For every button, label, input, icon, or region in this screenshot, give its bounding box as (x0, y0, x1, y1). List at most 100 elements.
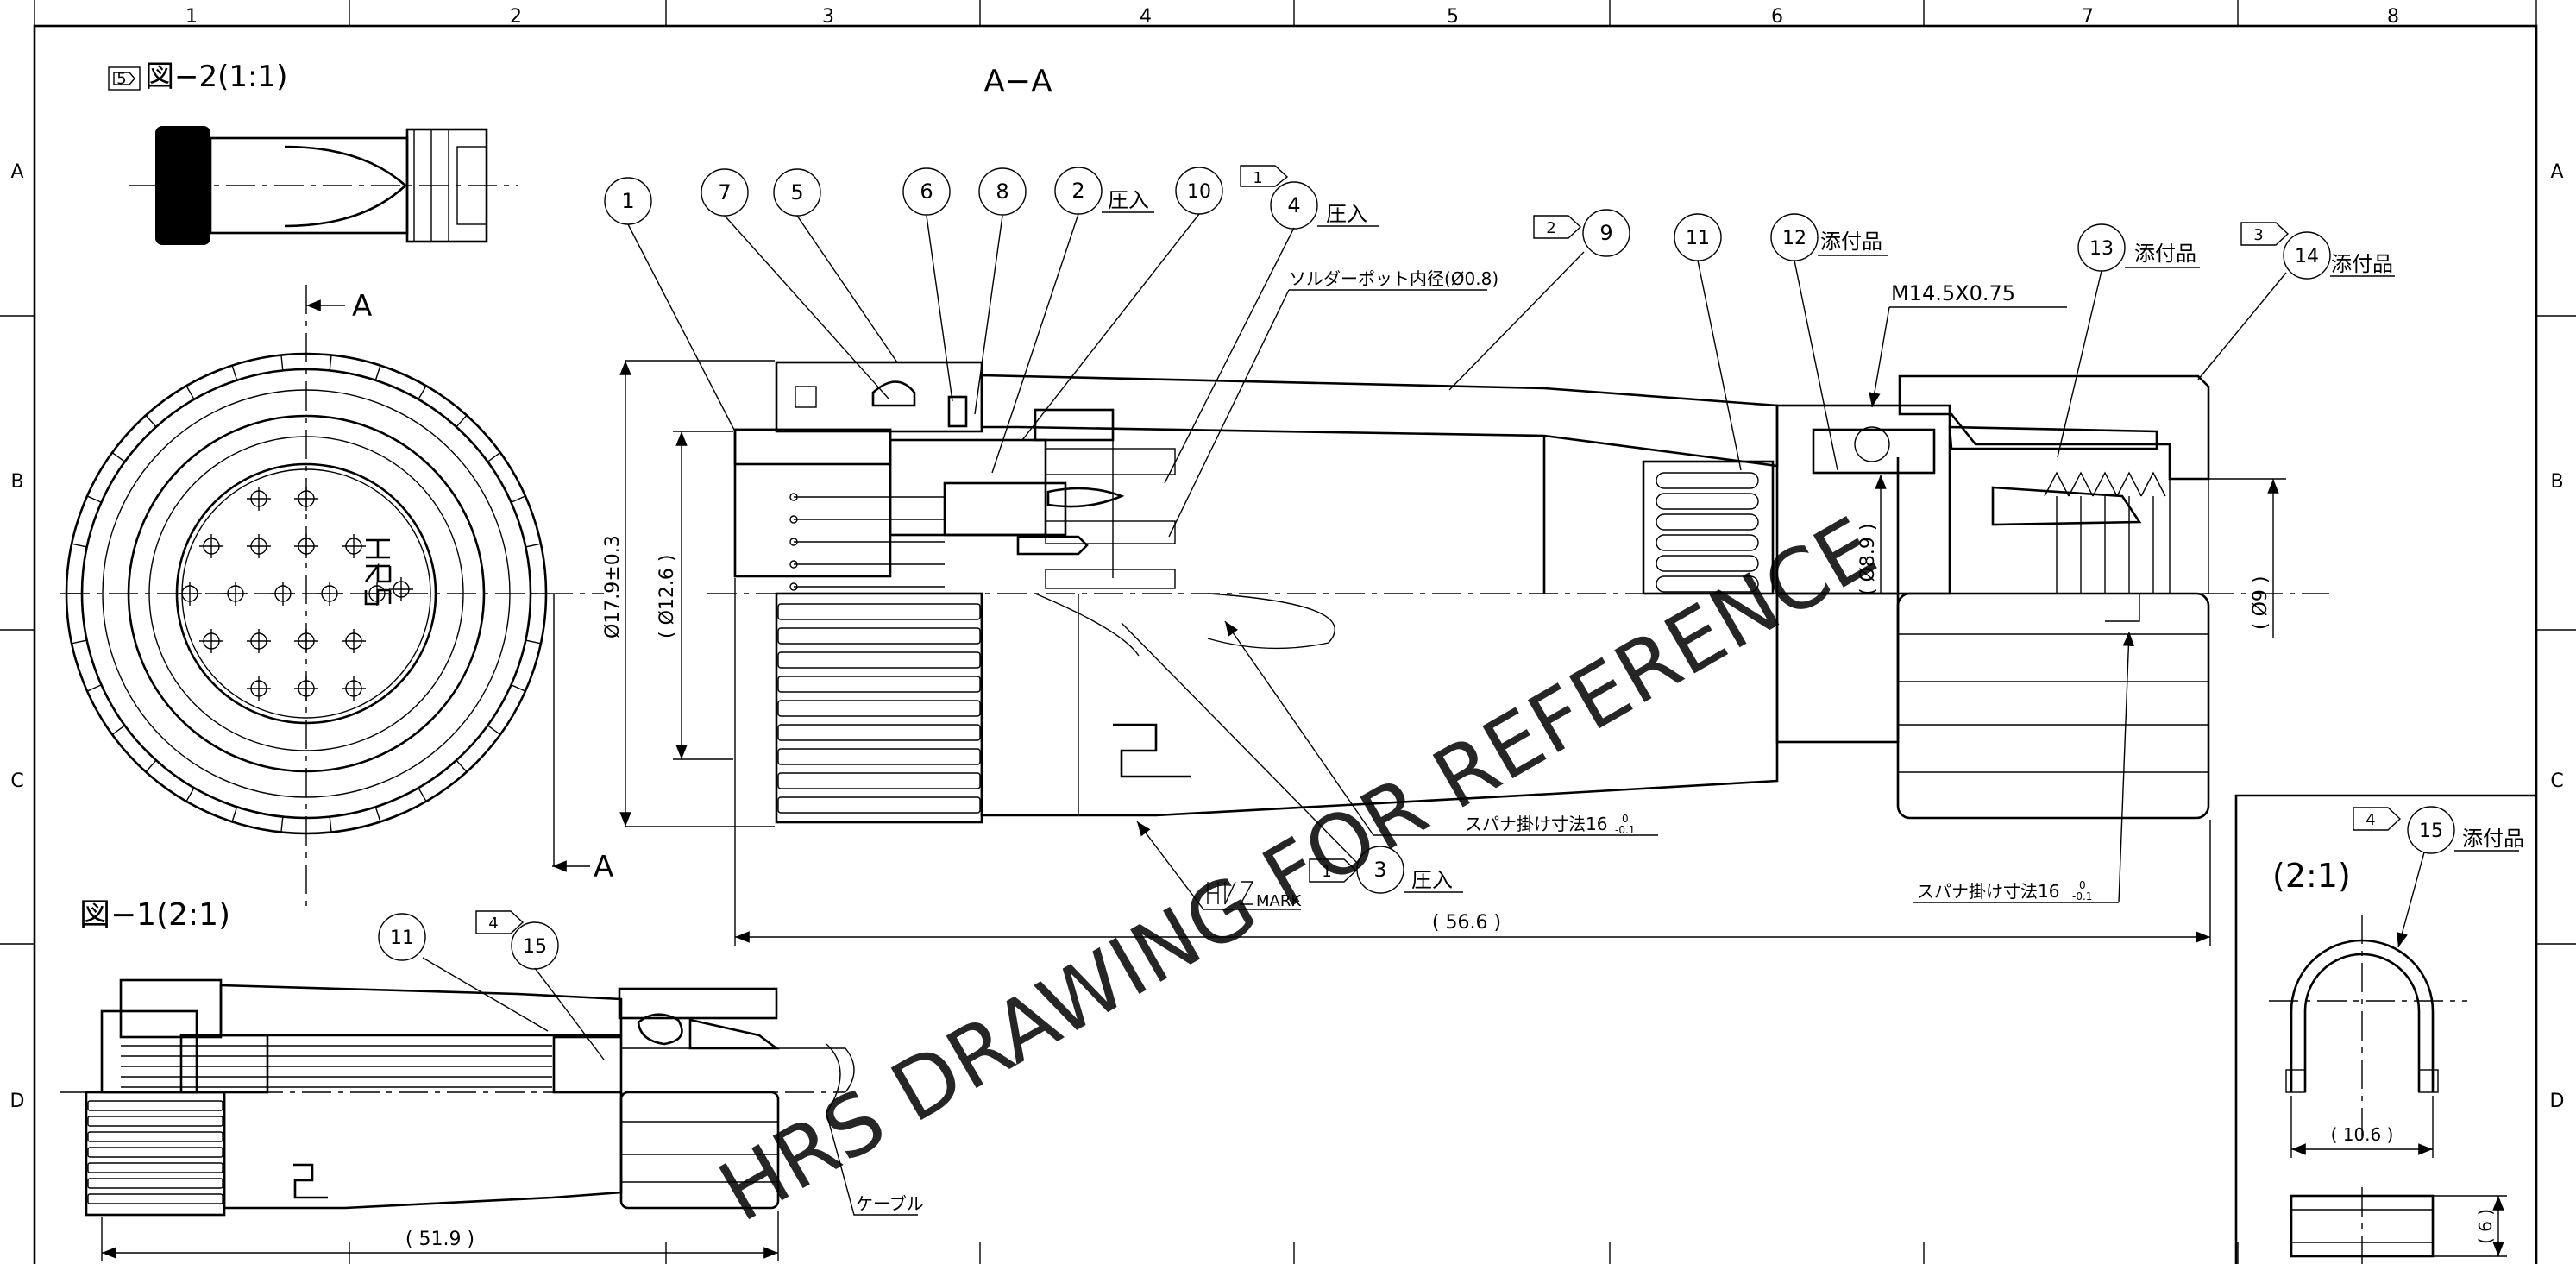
spanner-callout-1-tol-top: 0 (1622, 813, 1629, 825)
contact-tip (789, 538, 798, 546)
fig1-knurl-rib (87, 1178, 223, 1189)
zone-row-c-left: C (10, 770, 23, 792)
dim-bore-diameter: ( Ø8.9 ) (1857, 524, 1879, 595)
balloon-1 (604, 177, 652, 225)
grip-notch (456, 414, 468, 428)
contact-lines (789, 493, 1176, 591)
grip-notch (374, 807, 381, 822)
dim-outer-diameter: Ø17.9±0.3 (602, 535, 624, 638)
thread-tooth (2140, 471, 2166, 497)
dim-detail-height: ( 6 ) (2475, 1209, 2496, 1244)
thread-tooth (2068, 471, 2094, 497)
grip-notch (329, 816, 332, 833)
balloon-14-flag: 3 (2253, 226, 2263, 244)
section-title: A−A (983, 64, 1052, 99)
balloon-6-number: 6 (920, 179, 933, 204)
balloon-2 (1054, 167, 1103, 215)
balloon-9-flag: 2 (1546, 219, 1555, 237)
grip-notch (145, 759, 157, 773)
clamp-threads (2044, 471, 2166, 594)
balloon-15-detail-number: 15 (2419, 821, 2443, 842)
knurl-rib (777, 724, 981, 741)
balloon-4-note: 圧入 (1326, 202, 1367, 226)
balloon-4-flag: 1 (1253, 169, 1262, 187)
balloon-15-detail (2407, 806, 2455, 854)
fig1-contact-lines (121, 1045, 552, 1088)
section-marker-bottom: A (594, 850, 613, 884)
balloon-14-note: 添付品 (2331, 252, 2393, 276)
grip-notch (418, 385, 427, 400)
balloon-11-section-number: 11 (1686, 228, 1710, 249)
fig1-knurl-rib (87, 1100, 223, 1111)
grip-notch (231, 365, 238, 380)
section-marker-top: A (352, 289, 372, 324)
balloon-15-fig1-number: 15 (523, 936, 547, 958)
grommet-rib (1656, 513, 1759, 531)
section-balloons: 1 7 5 6 8 2 圧入 10 1 4 圧入 ソルダーポット内径(Ø0.8)… (604, 165, 2395, 910)
balloon-15-fig1 (511, 921, 559, 970)
balloon-11-section (1674, 213, 1722, 261)
balloon-5 (773, 168, 821, 217)
fig1-knurl-rib (87, 1162, 223, 1173)
fig2-flag-number: 5 (116, 70, 126, 88)
grip-notch (280, 816, 284, 833)
grommet-rib (1656, 555, 1759, 572)
grip-notch (487, 725, 501, 735)
thread-tooth (2116, 471, 2142, 497)
grommet (1656, 472, 1759, 593)
grip-notch (145, 414, 157, 428)
contact-body (1045, 520, 1176, 544)
grommet-rib (1656, 472, 1759, 489)
fig1-knurl-ribs (87, 1100, 223, 1204)
spanner-callout-2-tol-top: 0 (2079, 879, 2086, 891)
thread-tooth (2092, 471, 2118, 497)
fig1-knurl-rib (87, 1131, 223, 1142)
balloon-8-number: 8 (996, 179, 1008, 204)
balloon-12-number: 12 (1782, 228, 1806, 249)
grip-notch (511, 684, 526, 692)
zone-row-c-right: C (2550, 770, 2563, 792)
balloon-3-number: 3 (1373, 858, 1386, 882)
balloon-13 (2077, 223, 2126, 272)
grip-notch (185, 787, 195, 802)
balloon-2-note: 圧入 (1108, 188, 1149, 212)
front-view: A A (60, 285, 613, 906)
balloon-6 (902, 167, 951, 216)
detail-view-15: 4 15 添付品 (2:1) ( 10.6 ) ( 6 ) (2234, 794, 2536, 1264)
balloon-1-number: 1 (621, 189, 634, 213)
balloon-14-number: 14 (2295, 246, 2319, 267)
detail-scale: (2:1) (2272, 857, 2351, 895)
grip-notch (185, 385, 195, 400)
section-a-a-view: A−A (707, 64, 2329, 824)
fig1-knurl-rib (87, 1193, 223, 1204)
figure-1-view: 図−1(2:1) ( 51.9 ) 11 4 15 ケーブル (60, 897, 924, 1261)
zone-row-a-right: A (2550, 161, 2563, 183)
grip-notch (111, 725, 126, 735)
balloon-8 (978, 167, 1027, 216)
grip-notches (66, 355, 546, 833)
zone-row-a-left: A (10, 161, 23, 183)
dim-fig1-length: ( 51.9 ) (405, 1229, 474, 1250)
balloon-13-note: 添付品 (2134, 242, 2196, 266)
balloon-3-flag: 1 (1322, 863, 1331, 881)
cable-callout: ケーブル (856, 1193, 924, 1214)
balloon-3-note: 圧入 (1411, 868, 1453, 892)
knurl-rib (777, 676, 981, 693)
dim-cable-diameter: ( Ø9 ) (2250, 576, 2271, 630)
section-dimensions: Ø17.9±0.3 ( Ø12.6 ) ( Ø8.9 ) ( Ø9 ) ( 56… (602, 360, 2286, 946)
zone-col-7: 7 (2082, 6, 2094, 28)
grip-notch (418, 787, 427, 802)
knurl-rib (777, 700, 981, 717)
balloon-12-note: 添付品 (1820, 230, 1882, 254)
balloon-4-number: 4 (1287, 193, 1300, 217)
grip-notch (111, 452, 126, 462)
balloon-3 (1356, 846, 1404, 894)
grip-notch (71, 639, 87, 645)
detail-balloon-flag: 4 (2366, 811, 2375, 829)
grip-notch (525, 543, 542, 548)
balloon-7-number: 7 (718, 180, 731, 204)
fig1-title: 図−1(2:1) (79, 897, 230, 933)
knurl-ribs (777, 603, 981, 814)
